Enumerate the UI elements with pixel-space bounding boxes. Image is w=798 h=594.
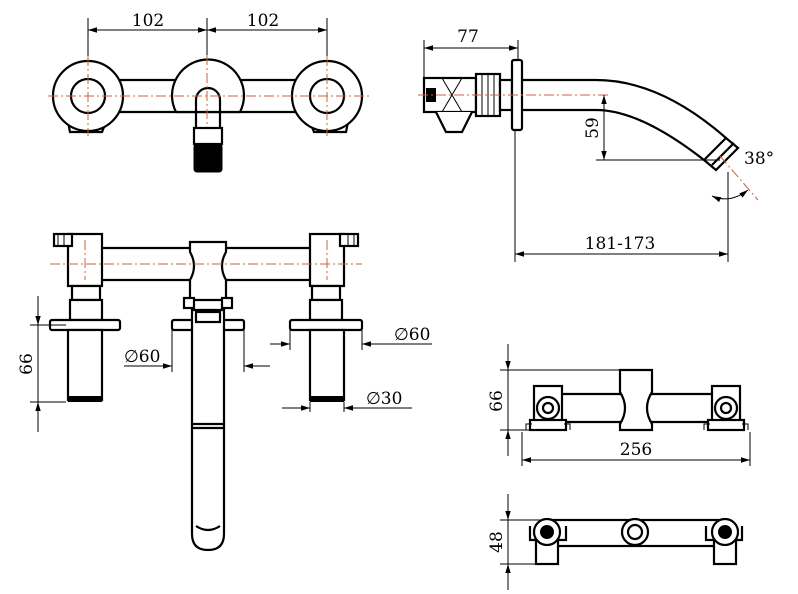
side-view: 77 59 38° 181-173 — [418, 27, 774, 262]
dim-side-depth: 77 — [457, 27, 479, 47]
dim-front-height: 66 — [17, 353, 37, 375]
body-top-view: 48 — [487, 494, 744, 590]
dim-side-reach: 181-173 — [585, 234, 656, 254]
dim-body-height: 66 — [487, 390, 507, 412]
dim-body-width: 256 — [620, 440, 652, 460]
dim-side-height: 59 — [583, 117, 603, 139]
dim-plan-left-spacing: 102 — [132, 11, 164, 31]
dim-front-flange-left: ∅60 — [124, 347, 160, 367]
dim-body-depth: 48 — [487, 531, 507, 553]
dim-front-spout-diameter: ∅30 — [366, 389, 402, 409]
front-elevation: 66 ∅60 ∅60 ∅30 — [17, 232, 432, 552]
dim-side-angle: 38° — [744, 149, 774, 169]
top-plan-view: 102 102 — [48, 11, 372, 173]
dim-front-flange-right: ∅60 — [394, 325, 430, 345]
dim-plan-right-spacing: 102 — [247, 11, 279, 31]
body-front-view: 66 256 — [487, 344, 751, 466]
